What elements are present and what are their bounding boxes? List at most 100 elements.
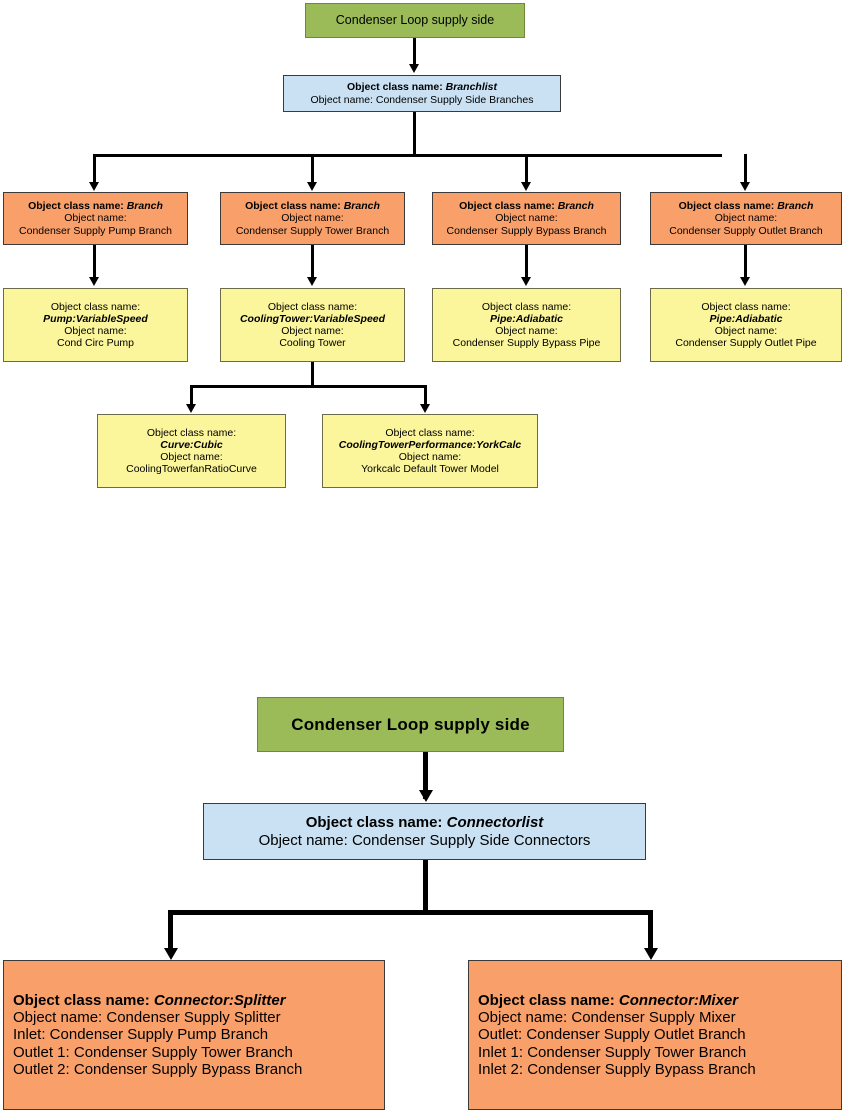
node-class-value: CoolingTowerPerformance:YorkCalc	[338, 438, 522, 451]
arrow-tower	[307, 277, 317, 286]
connector-branch4-to-outletpipe	[744, 245, 747, 280]
arrow-branch-1	[89, 182, 99, 191]
connector-branch3-to-bypasspipe	[525, 245, 528, 280]
node-class-line: Object class name: Connector:Splitter	[13, 991, 286, 1009]
node-class-line: Object class name: Branch	[459, 200, 594, 213]
node-name-value: Condenser Supply Pump Branch	[19, 224, 172, 237]
node-class-line: Object class name: Branch	[28, 200, 163, 213]
node-name-label: Object name:	[495, 325, 558, 337]
arrow-mixer	[644, 948, 658, 960]
connector-root-to-connectorlist	[423, 752, 428, 799]
connector-tower-stem	[311, 362, 314, 387]
node-detail-line: Outlet: Condenser Supply Outlet Branch	[478, 1026, 746, 1044]
node-detail-line: Inlet 2: Condenser Supply Bypass Branch	[478, 1061, 756, 1079]
node-class-value: Pump:VariableSpeed	[43, 312, 148, 325]
connector-drop-branch-2	[311, 154, 314, 185]
node-class-value: Curve:Cubic	[160, 438, 223, 451]
connector-drop-branch-3	[525, 154, 528, 185]
node-detail-line: Inlet 1: Condenser Supply Tower Branch	[478, 1043, 747, 1061]
node-name-label: Object name:	[495, 212, 558, 225]
node-name-label: Object name:	[64, 212, 127, 225]
node-name-value: Condenser Supply Bypass Pipe	[452, 337, 601, 350]
arrow-splitter	[164, 948, 178, 960]
connector-drop-mixer	[648, 910, 653, 955]
node-name-value: Cooling Tower	[279, 337, 346, 350]
node-class-value: Pipe:Adiabatic	[490, 312, 563, 325]
node-class-line: Object class name: Connector:Mixer	[478, 991, 739, 1009]
node-class-line: Object class name: Branchlist	[347, 81, 497, 94]
node-class-line: Object class name: Branch	[245, 200, 380, 213]
arrow-branch-2	[307, 182, 317, 191]
node-name-value: Condenser Supply Bypass Branch	[446, 224, 607, 237]
connector-drop-yorkcalc	[424, 385, 427, 407]
arrow-pump	[89, 277, 99, 286]
node-name-value: Cond Circ Pump	[56, 337, 135, 350]
node-detail-line: Object name: Condenser Supply Mixer	[478, 1008, 736, 1026]
node-component-outlet-pipe: Object class name: Pipe:Adiabatic Object…	[650, 288, 842, 362]
node-class-label: Object class name:	[146, 426, 237, 439]
connector-connector-bus	[168, 910, 653, 915]
node-component-pump: Object class name: Pump:VariableSpeed Ob…	[3, 288, 188, 362]
node-detail-line: Object name: Condenser Supply Splitter	[13, 1008, 281, 1026]
arrow-branch-3	[521, 182, 531, 191]
arrow-bypass-pipe	[521, 277, 531, 286]
node-component-bypass-pipe: Object class name: Pipe:Adiabatic Object…	[432, 288, 621, 362]
node-name-line: Object name: Condenser Supply Side Branc…	[310, 93, 534, 106]
node-label: Condenser Loop supply side	[291, 714, 530, 734]
node-name-line: Object name: Condenser Supply Side Conne…	[258, 831, 591, 849]
connector-branch2-to-tower	[311, 245, 314, 280]
node-detail-line: Outlet 1: Condenser Supply Tower Branch	[13, 1043, 293, 1061]
node-label: Condenser Loop supply side	[335, 13, 495, 28]
node-name-label: Object name:	[281, 325, 344, 337]
node-class-value: CoolingTower:VariableSpeed	[239, 312, 386, 325]
node-detail-line: Inlet: Condenser Supply Pump Branch	[13, 1026, 269, 1044]
node-connector-splitter: Object class name: Connector:Splitter Ob…	[3, 960, 385, 1110]
node-branchlist: Object class name: Branchlist Object nam…	[283, 75, 561, 112]
connector-branchlist-stem	[413, 112, 416, 156]
node-branch-tower: Object class name: Branch Object name: C…	[220, 192, 405, 245]
node-root-supply-side-connectors: Condenser Loop supply side	[257, 697, 564, 752]
node-component-yorkcalc-tower-model: Object class name: CoolingTowerPerforman…	[322, 414, 538, 488]
arrow-root-to-branchlist	[409, 64, 419, 73]
node-class-label: Object class name:	[267, 300, 358, 313]
node-connector-mixer: Object class name: Connector:Mixer Objec…	[468, 960, 842, 1110]
node-component-cooling-tower: Object class name: CoolingTower:Variable…	[220, 288, 405, 362]
node-name-label: Object name:	[64, 325, 127, 337]
node-connectorlist: Object class name: Connectorlist Object …	[203, 803, 646, 860]
node-name-label: Object name:	[160, 451, 223, 463]
node-class-line: Object class name: Connectorlist	[305, 814, 544, 832]
node-name-value: Condenser Supply Tower Branch	[235, 224, 390, 237]
connector-branch-bus	[93, 154, 722, 157]
node-root-supply-side-branches: Condenser Loop supply side	[305, 3, 525, 38]
connector-tower-bus	[190, 385, 427, 388]
connector-drop-curve	[190, 385, 193, 407]
node-class-label: Object class name:	[481, 300, 572, 313]
node-class-label: Object class name:	[385, 426, 475, 439]
node-name-label: Object name:	[398, 451, 462, 463]
node-class-label: Object class name:	[701, 300, 791, 313]
node-name-value: CoolingTowerfanRatioCurve	[126, 463, 257, 476]
connector-branch1-to-pump	[93, 245, 96, 280]
arrow-curve	[186, 404, 196, 413]
connector-root-to-branchlist	[413, 38, 416, 67]
node-name-label: Object name:	[714, 212, 778, 225]
node-detail-line: Outlet 2: Condenser Supply Bypass Branch	[13, 1061, 303, 1079]
node-branch-bypass: Object class name: Branch Object name: C…	[432, 192, 621, 245]
node-class-label: Object class name:	[50, 300, 141, 313]
node-name-value: Condenser Supply Outlet Pipe	[675, 337, 817, 350]
arrow-root-to-connectorlist	[419, 790, 433, 802]
node-component-fan-ratio-curve: Object class name: Curve:Cubic Object na…	[97, 414, 286, 488]
node-name-label: Object name:	[714, 325, 778, 337]
node-name-value: Condenser Supply Outlet Branch	[669, 224, 823, 237]
arrow-branch-4	[740, 182, 750, 191]
connector-drop-branch-4	[744, 154, 747, 185]
node-class-line: Object class name: Branch	[678, 200, 814, 213]
arrow-yorkcalc	[420, 404, 430, 413]
node-name-value: Yorkcalc Default Tower Model	[361, 463, 499, 476]
node-class-value: Pipe:Adiabatic	[709, 312, 783, 325]
connector-drop-branch-1	[93, 154, 96, 185]
node-name-label: Object name:	[281, 212, 344, 225]
node-branch-pump: Object class name: Branch Object name: C…	[3, 192, 188, 245]
connector-connectorlist-stem	[423, 860, 428, 913]
